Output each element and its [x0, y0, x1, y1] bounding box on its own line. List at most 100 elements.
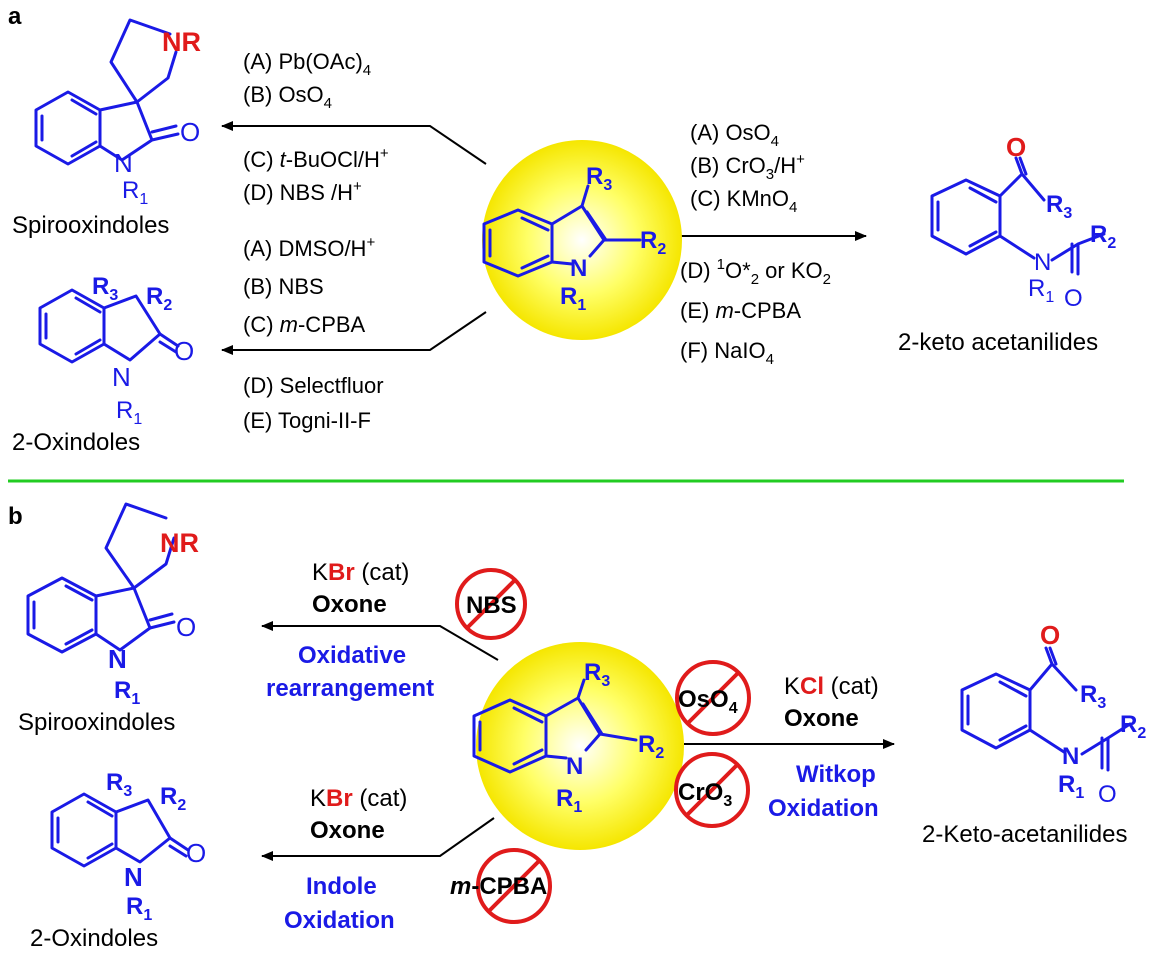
- svg-text:N: N: [570, 255, 587, 282]
- no-oso4-sign: OsO4: [675, 660, 751, 736]
- svg-text:N: N: [112, 362, 131, 392]
- svg-text:O: O: [1040, 620, 1060, 650]
- indole-highlight-b: [476, 642, 684, 850]
- svg-text:Indole: Indole: [306, 873, 377, 900]
- svg-text:(C) KMnO4: (C) KMnO4: [690, 186, 797, 216]
- svg-text:rearrangement: rearrangement: [266, 675, 434, 702]
- svg-text:NR: NR: [162, 27, 201, 57]
- svg-text:O: O: [180, 117, 200, 147]
- svg-text:(B) NBS: (B) NBS: [243, 274, 324, 299]
- top-left-conditions-b: KBr (cat) Oxone: [312, 559, 409, 618]
- no-cro3-sign: CrO3: [674, 752, 750, 828]
- svg-text:N: N: [1062, 743, 1079, 770]
- oxindole-structure-a: R3 R2 O N R1: [38, 273, 194, 428]
- svg-text:R2: R2: [1090, 221, 1116, 252]
- svg-text:(C) t-BuOCl/H+: (C) t-BuOCl/H+: [243, 145, 389, 172]
- witkop-oxidation-caption: Witkop Oxidation: [768, 761, 879, 822]
- svg-text:O: O: [1006, 132, 1026, 162]
- svg-text:(F) NaIO4: (F) NaIO4: [680, 338, 774, 368]
- svg-text:(E) m-CPBA: (E) m-CPBA: [680, 298, 801, 323]
- spirooxindole-structure-a: NR O N R1: [34, 18, 201, 208]
- svg-text:(A) Pb(OAc)4: (A) Pb(OAc)4: [243, 49, 371, 79]
- svg-text:(A) DMSO/H+: (A) DMSO/H+: [243, 234, 375, 261]
- svg-text:N: N: [566, 753, 583, 780]
- svg-text:R2: R2: [1120, 711, 1146, 742]
- product-keto-a: 2-keto acetanilides: [898, 329, 1098, 356]
- svg-text:Witkop: Witkop: [796, 761, 876, 788]
- svg-text:R3: R3: [92, 273, 118, 304]
- keto-acetanilide-structure-a: O R3 R2 N R1 O: [930, 132, 1116, 312]
- panel-a-label: a: [8, 3, 22, 30]
- svg-text:(A) OsO4: (A) OsO4: [690, 120, 779, 150]
- svg-text:m-CPBA: m-CPBA: [450, 873, 547, 900]
- svg-text:CrO3: CrO3: [678, 779, 732, 810]
- svg-text:Oxidative: Oxidative: [298, 642, 406, 669]
- arrow-to-oxindoles-b: [261, 817, 495, 861]
- svg-text:O: O: [174, 336, 194, 366]
- oxidative-rearrangement-caption: Oxidative rearrangement: [266, 642, 434, 702]
- svg-text:R2: R2: [638, 731, 664, 762]
- arrow-to-oxindoles-a: [221, 311, 487, 355]
- svg-text:KBr (cat): KBr (cat): [312, 559, 409, 586]
- svg-text:Oxidation: Oxidation: [284, 907, 395, 934]
- indole-structure-a: R3 R2 N R1: [482, 163, 666, 314]
- svg-text:N: N: [114, 148, 133, 178]
- svg-text:N: N: [1034, 249, 1051, 276]
- svg-text:(B) CrO3/H+: (B) CrO3/H+: [690, 151, 805, 183]
- svg-text:R2: R2: [146, 283, 172, 314]
- svg-text:KCl (cat): KCl (cat): [784, 673, 879, 700]
- indole-highlight-a: [482, 140, 682, 340]
- svg-text:Oxone: Oxone: [312, 591, 387, 618]
- svg-text:Oxone: Oxone: [310, 817, 385, 844]
- svg-text:(C) m-CPBA: (C) m-CPBA: [243, 312, 366, 337]
- indole-structure-b: R3 R2 N R1: [472, 659, 664, 816]
- svg-text:(D) NBS /H+: (D) NBS /H+: [243, 178, 362, 205]
- svg-text:R3: R3: [584, 659, 610, 690]
- svg-text:OsO4: OsO4: [678, 686, 738, 717]
- product-oxindoles-b: 2-Oxindoles: [30, 925, 158, 952]
- left-top-conditions-a: (A) Pb(OAc)4 (B) OsO4 (C) t-BuOCl/H+ (D)…: [243, 49, 389, 205]
- arrow-to-spirooxindoles-b: [261, 621, 499, 661]
- svg-text:N: N: [124, 862, 143, 892]
- svg-text:NBS: NBS: [466, 592, 517, 619]
- oxindole-structure-b: R3 R2 O N R1: [50, 769, 206, 924]
- svg-text:R3: R3: [1046, 191, 1072, 222]
- product-oxindoles-a: 2-Oxindoles: [12, 429, 140, 456]
- svg-text:R1: R1: [122, 177, 148, 208]
- bottom-left-conditions-b: KBr (cat) Oxone: [310, 785, 407, 844]
- right-conditions-a: (A) OsO4 (B) CrO3/H+ (C) KMnO4 (D) 1O*2 …: [680, 120, 831, 368]
- svg-text:R1: R1: [560, 283, 586, 314]
- product-spirooxindoles-a: Spirooxindoles: [12, 212, 169, 239]
- svg-text:O: O: [176, 612, 196, 642]
- svg-text:R1: R1: [1058, 771, 1084, 802]
- svg-text:O: O: [186, 838, 206, 868]
- svg-text:R1: R1: [556, 785, 582, 816]
- product-keto-b: 2-Keto-acetanilides: [922, 821, 1127, 848]
- svg-text:R3: R3: [1080, 681, 1106, 712]
- arrow-to-spirooxindoles-a: [221, 121, 487, 165]
- no-mcpba-sign: m-CPBA: [450, 848, 552, 924]
- svg-text:R1: R1: [114, 677, 140, 708]
- svg-text:N: N: [108, 644, 127, 674]
- svg-text:(D) Selectfluor: (D) Selectfluor: [243, 373, 384, 398]
- svg-text:R3: R3: [586, 163, 612, 194]
- product-spirooxindoles-b: Spirooxindoles: [18, 709, 175, 736]
- svg-text:R2: R2: [160, 783, 186, 814]
- svg-text:R3: R3: [106, 769, 132, 800]
- indole-oxidation-caption: Indole Oxidation: [284, 873, 395, 934]
- svg-text:R1: R1: [116, 397, 142, 428]
- svg-text:O: O: [1064, 285, 1083, 312]
- left-bottom-conditions-a: (A) DMSO/H+ (B) NBS (C) m-CPBA (D) Selec…: [243, 234, 384, 433]
- panel-b-label: b: [8, 503, 23, 530]
- svg-text:R2: R2: [640, 227, 666, 258]
- svg-text:Oxidation: Oxidation: [768, 795, 879, 822]
- svg-text:(D) 1O*2 or KO2: (D) 1O*2 or KO2: [680, 256, 831, 288]
- svg-text:NR: NR: [160, 528, 199, 558]
- right-conditions-b: KCl (cat) Oxone: [784, 673, 879, 732]
- svg-text:R1: R1: [1028, 275, 1054, 306]
- no-nbs-sign: NBS: [455, 568, 527, 640]
- spirooxindole-structure-b: NR O N R1: [26, 502, 199, 708]
- svg-text:KBr (cat): KBr (cat): [310, 785, 407, 812]
- svg-text:Oxone: Oxone: [784, 705, 859, 732]
